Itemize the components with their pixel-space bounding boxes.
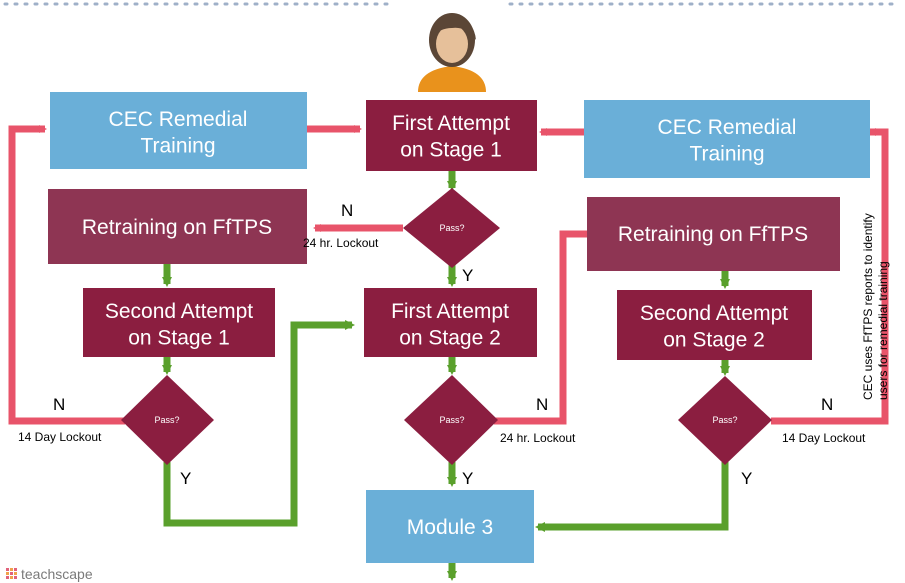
svg-text:Retraining on FfTPS: Retraining on FfTPS [618, 223, 808, 246]
side-note: CEC uses FfTPS reports to identifyusers … [861, 213, 890, 400]
svg-text:Pass?: Pass? [439, 415, 464, 425]
svg-text:Pass?: Pass? [712, 415, 737, 425]
arrow-pass-right-to-module3 [535, 462, 729, 532]
label-y-middle: Y [462, 469, 473, 488]
loop-right-14-day [771, 128, 889, 425]
arrow-pass-left-to-first-stage2 [163, 320, 355, 527]
retraining-fftps-left: Retraining on FfTPS [48, 189, 307, 264]
teachscape-logo-icon [6, 568, 17, 579]
label-lockout-right: 14 Day Lockout [782, 431, 866, 445]
label-n-middle: N [536, 395, 548, 414]
label-y-left: Y [180, 469, 191, 488]
svg-text:Module 3: Module 3 [407, 516, 493, 539]
label-y-right: Y [741, 469, 752, 488]
label-n-top: N [341, 201, 353, 220]
svg-text:Pass?: Pass? [154, 415, 179, 425]
label-lockout-middle: 24 hr. Lockout [500, 431, 576, 445]
label-lockout-top: 24 hr. Lockout [303, 236, 379, 250]
decision-pass-left: Pass? [121, 375, 214, 465]
user-avatar-icon [418, 13, 486, 92]
svg-text:Pass?: Pass? [439, 223, 464, 233]
label-lockout-left: 14 Day Lockout [18, 430, 102, 444]
label-n-left: N [53, 395, 65, 414]
decision-pass-right: Pass? [678, 376, 772, 465]
loop-left-14-day [8, 125, 125, 425]
decision-pass-top: Pass? [403, 188, 500, 268]
module-3: Module 3 [366, 490, 534, 563]
retraining-fftps-right: Retraining on FfTPS [587, 197, 840, 271]
decision-pass-middle: Pass? [404, 375, 498, 465]
svg-text:Retraining on FfTPS: Retraining on FfTPS [82, 216, 272, 239]
label-y-top: Y [462, 266, 473, 285]
arrow-pass-middle-to-retrain-right [494, 230, 600, 425]
logo-text: teachscape [21, 566, 93, 582]
label-n-right: N [821, 395, 833, 414]
